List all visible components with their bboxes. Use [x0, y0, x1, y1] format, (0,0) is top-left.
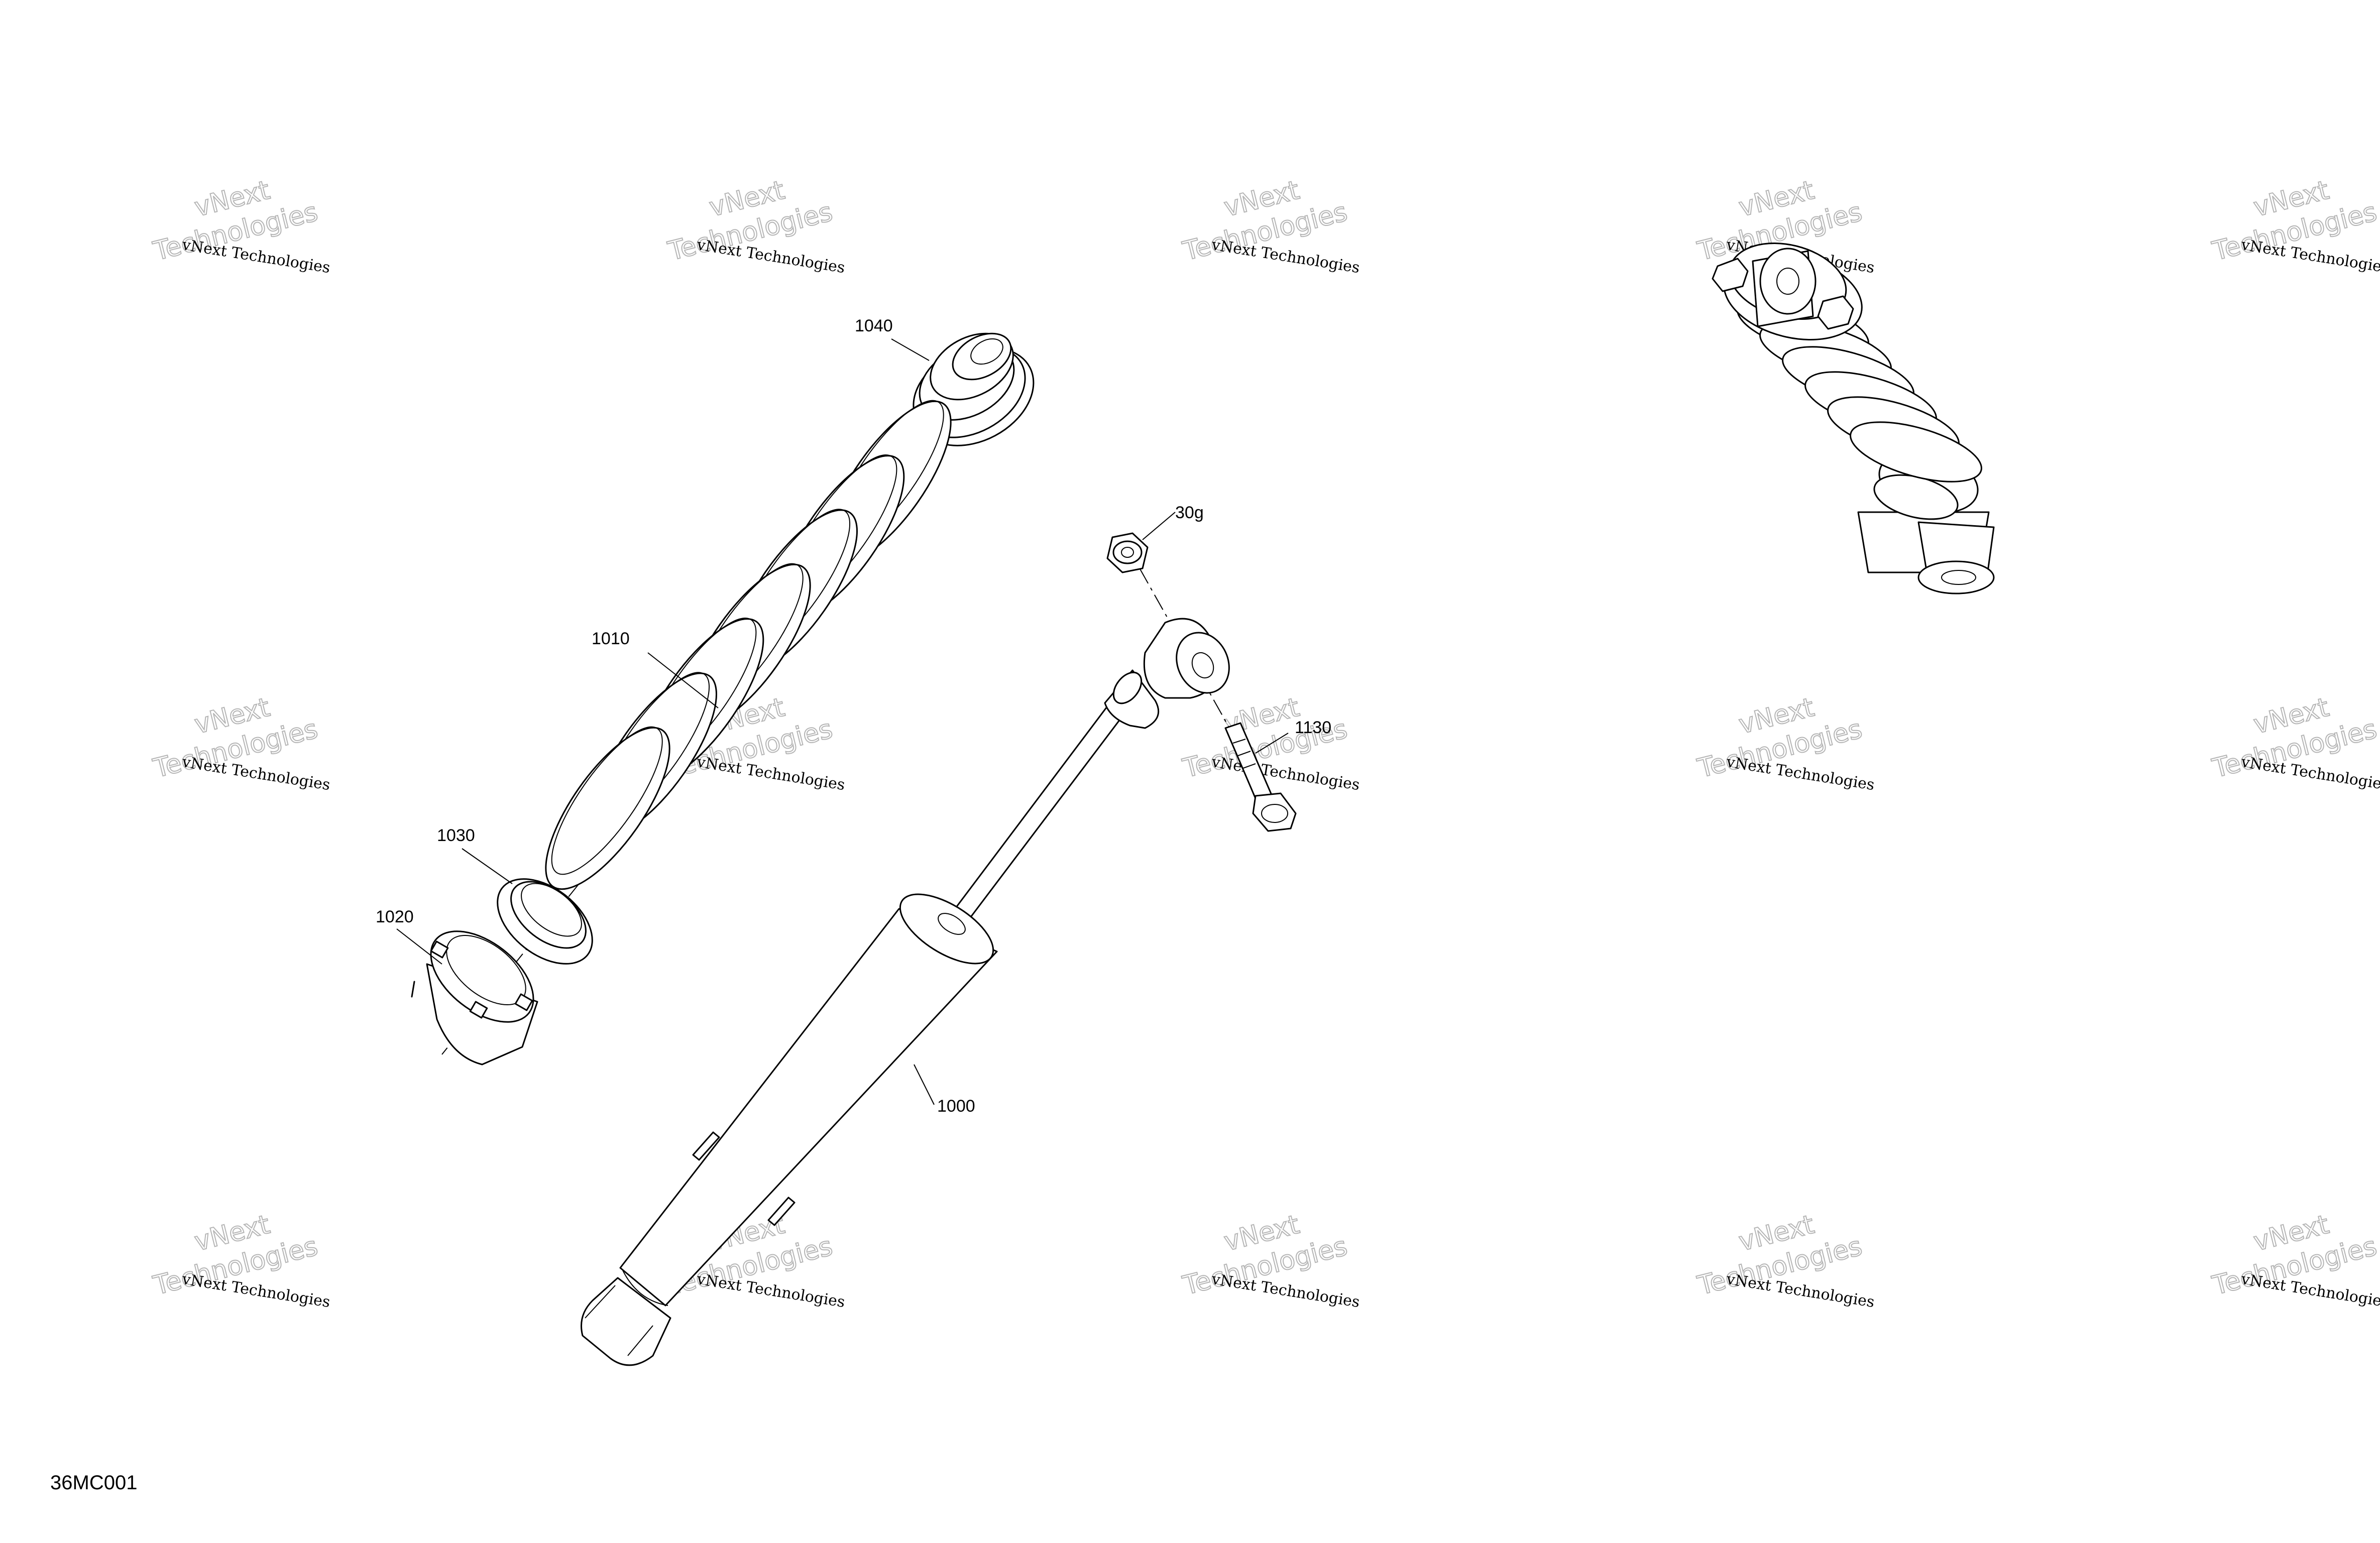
assembled-spring-coil: [1850, 421, 1982, 483]
part-1130-bolt[interactable]: [1224, 722, 1297, 832]
leader-lines: [396, 338, 1289, 1105]
spring-coil: [545, 727, 670, 890]
spring-coil-inner: [551, 726, 663, 875]
part-30g-nut[interactable]: [1106, 532, 1149, 573]
label-1020: 1020: [376, 907, 414, 926]
label-1040: 1040: [855, 316, 893, 335]
label-1010: 1010: [592, 629, 630, 648]
label-1130: 1130: [1295, 718, 1331, 737]
label-1000: 1000: [937, 1097, 975, 1116]
label-1030: 1030: [437, 826, 475, 845]
label-30g: 30g: [1175, 503, 1204, 522]
assembled-shock-view: [1712, 243, 1995, 595]
part-1000-shock-absorber[interactable]: [581, 618, 1239, 1366]
figure-code: 36MC001: [50, 1472, 137, 1494]
part-1020-adjuster-collar[interactable]: [411, 913, 550, 1065]
part-1010-coil-spring[interactable]: [524, 384, 973, 907]
part-labels: 1040 1010 1030 1020 1000 30g 1130: [376, 316, 1331, 1116]
part-1030-spring-ring[interactable]: [482, 862, 608, 981]
